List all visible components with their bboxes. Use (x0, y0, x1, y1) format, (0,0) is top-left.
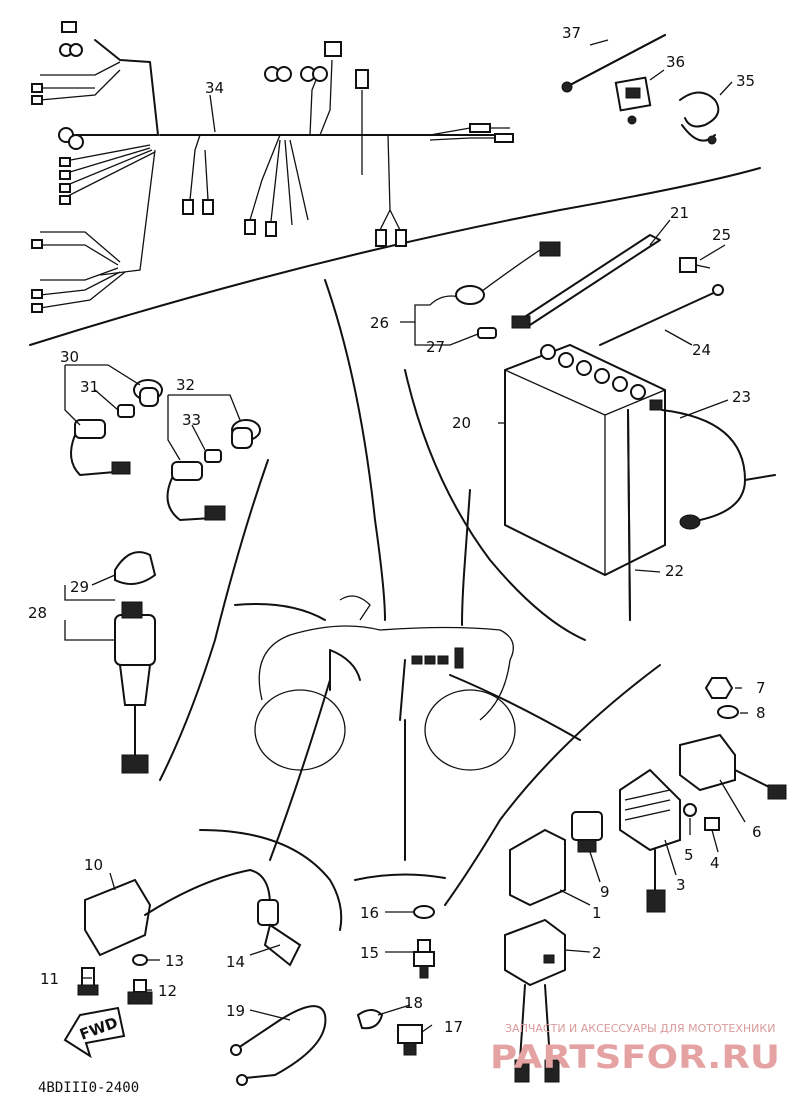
callout-16: 16 (360, 904, 379, 922)
bolt-25 (679, 257, 711, 273)
callout-15: 15 (360, 944, 379, 962)
callout-34: 34 (205, 79, 224, 97)
callout-20: 20 (452, 414, 471, 432)
leader-lines (64, 39, 748, 1033)
washer-8 (717, 705, 739, 719)
diagram-code: 4BDIII0-2400 (38, 1080, 139, 1096)
callout-18: 18 (404, 994, 423, 1012)
bolt-11 (77, 967, 99, 996)
cap-30 (133, 379, 163, 407)
rectifier-3 (619, 768, 681, 913)
callout-14: 14 (226, 953, 245, 971)
gasket-16 (413, 905, 435, 919)
callout-33: 33 (182, 411, 201, 429)
fuse-assembly-26 (429, 241, 561, 306)
callout-32: 32 (176, 376, 195, 394)
callout-7: 7 (756, 679, 766, 697)
callout-3: 3 (676, 876, 686, 894)
callout-35: 35 (736, 72, 755, 90)
callout-23: 23 (732, 388, 751, 406)
cap-32 (231, 419, 261, 449)
socket-33 (166, 449, 226, 521)
callout-1: 1 (592, 904, 602, 922)
breather-hose-22 (627, 409, 631, 621)
callout-12: 12 (158, 982, 177, 1000)
nut-7 (704, 677, 734, 699)
watermark: ЗАПЧАСТИ И АКСЕССУАРЫ ДЛЯ МОТОТЕХНИКИ PA… (490, 1022, 780, 1076)
callout-8: 8 (756, 704, 766, 722)
callout-6: 6 (752, 823, 762, 841)
lead-19 (230, 1005, 327, 1086)
clamp-36 (614, 76, 652, 125)
cable-tie-37 (561, 34, 666, 93)
callout-labels: 37 36 35 34 21 25 26 27 24 23 20 22 30 3… (28, 24, 766, 1036)
washer-13 (132, 954, 148, 966)
starter-relay-6 (679, 733, 787, 800)
sensor-17 (397, 1024, 423, 1056)
relay-9 (571, 811, 603, 853)
watermark-brand: PARTSFOR.RU (490, 1038, 780, 1076)
negative-lead-23 (661, 409, 776, 530)
gasket-18 (356, 1009, 384, 1030)
ignition-coil-10 (84, 869, 271, 957)
callout-9: 9 (600, 883, 610, 901)
callout-19: 19 (226, 1002, 245, 1020)
callout-27: 27 (426, 338, 445, 356)
callout-17: 17 (444, 1018, 463, 1036)
battery-band-21 (511, 234, 661, 329)
neutral-switch-15 (413, 939, 435, 979)
cdi-unit-1 (509, 828, 566, 907)
callout-26: 26 (370, 314, 389, 332)
callout-5: 5 (684, 846, 694, 864)
callout-11: 11 (40, 970, 59, 988)
callout-28: 28 (28, 604, 47, 622)
fwd-arrow: FWD (63, 1006, 126, 1059)
ignition-switch-28 (114, 601, 156, 774)
motorcycle-silhouette (254, 595, 516, 771)
callout-30: 30 (60, 348, 79, 366)
callout-22: 22 (665, 562, 684, 580)
bolt-4 (704, 817, 720, 831)
positive-lead-24 (599, 284, 724, 346)
callout-29: 29 (70, 578, 89, 596)
callout-21: 21 (670, 204, 689, 222)
harness-connectors (31, 21, 514, 313)
washer-5 (683, 803, 697, 817)
callout-24: 24 (692, 341, 711, 359)
clamp-35 (679, 91, 720, 145)
callout-25: 25 (712, 226, 731, 244)
socket-31 (70, 404, 135, 476)
plug-cap-14 (257, 899, 302, 967)
callout-36: 36 (666, 53, 685, 71)
callout-10: 10 (84, 856, 103, 874)
watermark-tagline: ЗАПЧАСТИ И АКСЕССУАРЫ ДЛЯ МОТОТЕХНИКИ (505, 1022, 775, 1035)
wire-harness (31, 21, 514, 313)
callout-37: 37 (562, 24, 581, 42)
callout-2: 2 (592, 944, 602, 962)
bracket-2 (504, 918, 566, 1083)
fuse-27 (477, 327, 497, 339)
bolt-12 (127, 979, 153, 1005)
battery-20 (504, 343, 666, 577)
callout-13: 13 (165, 952, 184, 970)
callout-31: 31 (80, 378, 99, 396)
battery-caps (540, 344, 646, 400)
cap-29 (114, 551, 157, 585)
section-dividers (29, 167, 761, 931)
callout-4: 4 (710, 854, 720, 872)
